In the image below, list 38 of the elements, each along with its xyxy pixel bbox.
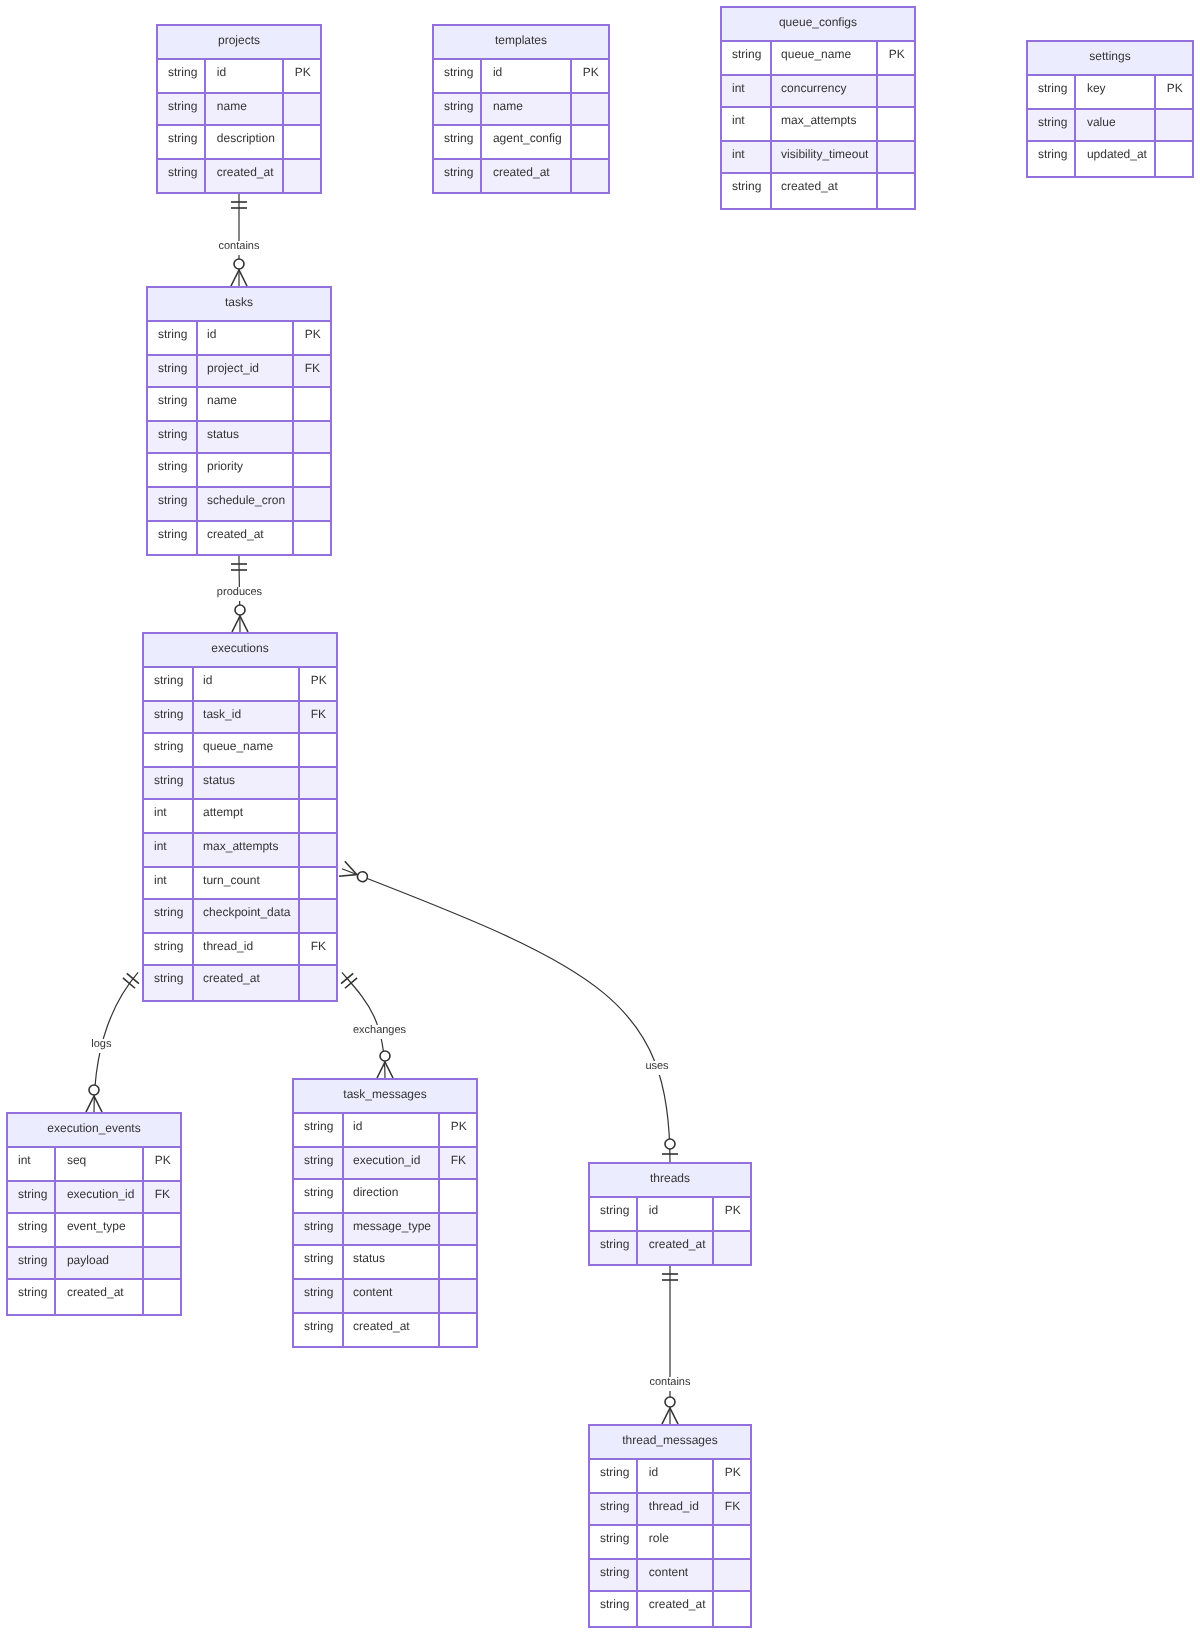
entity-table <box>720 6 916 210</box>
entity-table <box>588 1424 752 1628</box>
attribute-row <box>590 1231 750 1265</box>
relationship-line <box>661 1265 679 1425</box>
attribute-row <box>434 93 608 127</box>
attribute-row <box>148 421 330 455</box>
attribute-row <box>1028 109 1192 143</box>
attribute-row <box>158 93 320 127</box>
attribute-row <box>590 1559 750 1593</box>
attribute-row <box>590 1493 750 1527</box>
relationship-line <box>230 193 248 287</box>
attribute-row <box>294 1213 476 1247</box>
attribute-row <box>722 141 914 175</box>
entity-table <box>142 632 338 1002</box>
entity-table <box>6 1112 182 1316</box>
attribute-row <box>144 900 336 934</box>
entity-table <box>432 24 610 195</box>
attribute-row <box>144 701 336 735</box>
entity-table <box>156 24 322 195</box>
attribute-row <box>158 159 320 193</box>
entity-table <box>1026 40 1194 178</box>
attribute-row <box>144 966 336 1000</box>
attribute-row <box>8 1247 180 1281</box>
attribute-row <box>144 767 336 801</box>
entity-table <box>588 1162 752 1267</box>
attribute-row <box>434 159 608 193</box>
entity-table <box>292 1078 478 1349</box>
attribute-row <box>8 1181 180 1215</box>
attribute-row <box>722 75 914 109</box>
entity-table <box>146 286 332 557</box>
attribute-row <box>148 487 330 522</box>
relationship-line <box>340 971 394 1079</box>
attribute-row <box>144 833 336 868</box>
attribute-row <box>148 355 330 389</box>
relationship-line <box>85 971 141 1113</box>
relationship-line <box>338 860 679 1163</box>
attribute-row <box>294 1147 476 1181</box>
attribute-row <box>294 1279 476 1314</box>
